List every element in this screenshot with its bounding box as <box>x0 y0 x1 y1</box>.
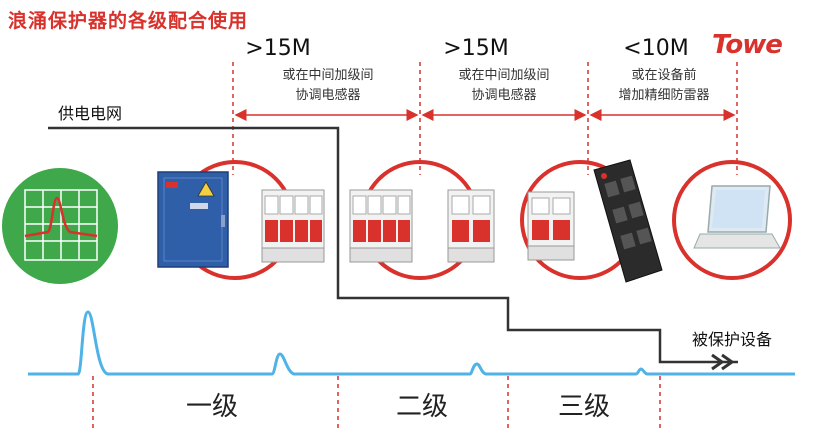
supply-grid-label: 供电电网 <box>58 104 123 123</box>
power-line-arrowhead <box>711 353 735 371</box>
segment-note-2-line1: 或在中间加级间 <box>458 68 550 83</box>
distribution-cabinet-icon <box>157 171 229 268</box>
page-title: 浪涌保护器的各级配合使用 <box>8 10 249 32</box>
segment-note-1-line2: 协调电感器 <box>295 88 361 103</box>
segment-distance-3: <10M <box>623 36 689 61</box>
power-line <box>48 126 738 364</box>
top-dividers <box>232 62 738 175</box>
level-label-1: 一级 <box>185 392 238 422</box>
level-label-2: 二级 <box>395 392 448 422</box>
segment-distance-1: >15M <box>245 36 311 61</box>
spd-module-icon-level2a <box>349 189 413 263</box>
bottom-dividers <box>92 376 661 430</box>
laptop-icon <box>693 185 781 249</box>
segment-note-1-line1: 或在中间加级间 <box>282 68 374 83</box>
waveform-grid-icon <box>2 168 118 284</box>
spd-module-icon-level3 <box>527 191 575 261</box>
segment-distance-2: >15M <box>443 36 509 61</box>
segment-note-3-line2: 增加精细防雷器 <box>618 88 710 103</box>
spd-module-icon-level1 <box>261 189 325 263</box>
protected-equipment-label: 被保护设备 <box>692 330 773 349</box>
level-label-3: 三级 <box>557 392 610 422</box>
surge-waveform <box>28 310 795 376</box>
power-strip-icon <box>593 159 663 283</box>
spd-module-icon-level2b <box>447 189 495 263</box>
segment-note-2-line2: 协调电感器 <box>471 88 537 103</box>
segment-note-3-line1: 或在设备前 <box>631 68 697 83</box>
brand-logo: Towe <box>712 30 783 60</box>
